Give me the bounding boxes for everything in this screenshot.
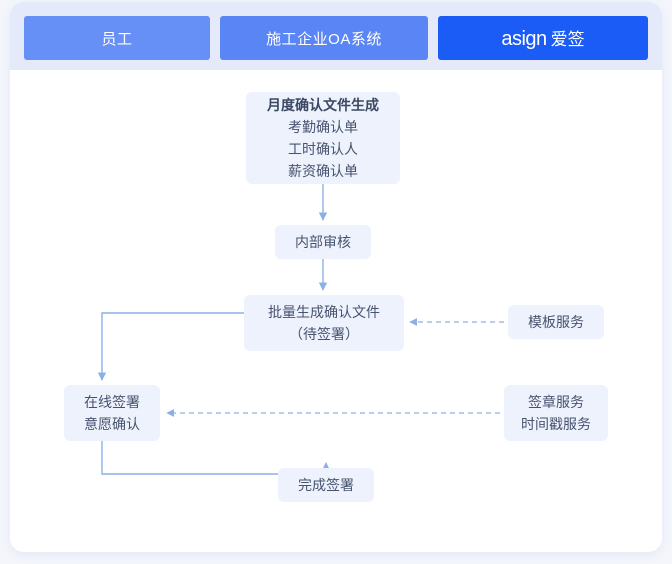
node-online-signing-sub: 意愿确认 — [84, 416, 140, 432]
lane-oa-system[interactable]: 施工企业OA系统 — [220, 16, 428, 60]
edge-batch-to-sign — [97, 312, 244, 381]
node-internal-review[interactable]: 内部审核 — [275, 225, 371, 259]
process-flow-diagram: 月度确认文件生成 考勤确认单 工时确认人 薪资确认单 内部审核 批量生成确认文件… — [10, 70, 662, 552]
lane-oa-system-label: 施工企业OA系统 — [266, 30, 382, 48]
asign-logo-wordmark: asign — [501, 28, 547, 50]
node-monthly-line-2: 工时确认人 — [288, 141, 358, 157]
diagram-card: 员工 施工企业OA系统 asign 爱签 — [10, 2, 662, 552]
node-signing-complete-title: 完成签署 — [298, 477, 354, 493]
node-online-signing[interactable]: 在线签署 意愿确认 — [64, 385, 160, 441]
node-internal-review-title: 内部审核 — [295, 234, 351, 250]
node-online-signing-title: 在线签署 — [84, 394, 140, 410]
node-signing-complete[interactable]: 完成签署 — [278, 468, 374, 502]
node-monthly-title: 月度确认文件生成 — [267, 97, 379, 113]
node-batch-sub: （待签署） — [289, 326, 359, 342]
node-seal-timestamp-service[interactable]: 签章服务 时间戳服务 — [504, 385, 608, 441]
node-batch-generate-documents[interactable]: 批量生成确认文件 （待签署） — [244, 295, 404, 351]
node-monthly-line-3: 薪资确认单 — [288, 163, 358, 179]
node-timestamp-service-title: 时间戳服务 — [521, 416, 591, 432]
lane-asign-brand[interactable]: asign 爱签 — [438, 16, 648, 60]
swimlane-header-band: 员工 施工企业OA系统 asign 爱签 — [10, 2, 662, 70]
asign-logo-cn: 爱签 — [550, 30, 585, 49]
lane-employee[interactable]: 员工 — [24, 16, 210, 60]
asign-logo: asign 爱签 — [501, 25, 584, 51]
node-seal-service-title: 签章服务 — [528, 394, 584, 410]
node-template-service[interactable]: 模板服务 — [508, 305, 604, 339]
node-template-title: 模板服务 — [528, 314, 584, 330]
node-monthly-confirmation-generation[interactable]: 月度确认文件生成 考勤确认单 工时确认人 薪资确认单 — [246, 92, 400, 184]
lane-employee-label: 员工 — [101, 30, 133, 48]
node-monthly-line-1: 考勤确认单 — [288, 119, 358, 135]
node-batch-title: 批量生成确认文件 — [268, 304, 380, 320]
